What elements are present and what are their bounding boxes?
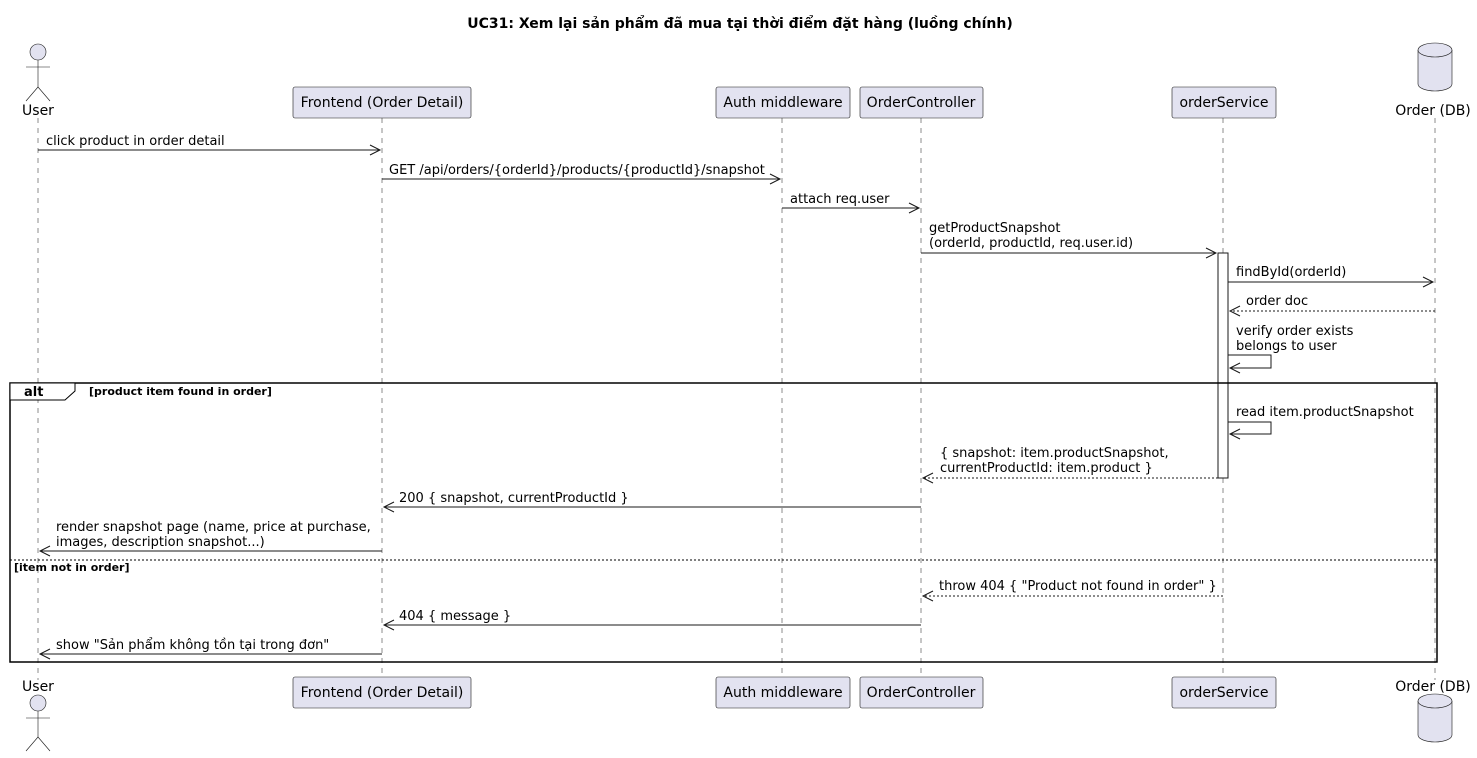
message-click-product: click product in order detail — [38, 134, 382, 156]
message-label-line2: currentProductId: item.product } — [940, 461, 1153, 476]
participant-service-top: orderService — [1171, 86, 1277, 119]
message-label-line1: { snapshot: item.productSnapshot, — [940, 446, 1169, 461]
message-label-line2: belongs to user — [1236, 339, 1337, 354]
diagram-title: UC31: Xem lại sản phẩm đã mua tại thời đ… — [467, 15, 1013, 32]
message-order-doc: order doc — [1228, 294, 1435, 317]
activation-bar-service — [1217, 252, 1229, 479]
message-get-product-snapshot: getProductSnapshot (orderId, productId, … — [921, 221, 1218, 259]
participant-frontend-bottom: Frontend (Order Detail) — [292, 676, 472, 709]
message-verify-order: verify order exists belongs to user — [1228, 324, 1354, 374]
message-label: findById(orderId) — [1236, 265, 1346, 280]
participant-label: Frontend (Order Detail) — [301, 95, 464, 111]
message-get-snapshot: GET /api/orders/{orderId}/products/{prod… — [382, 163, 782, 185]
message-label: attach req.user — [790, 192, 890, 207]
message-404-response: 404 { message } — [382, 609, 921, 631]
participant-controller-top: OrderController — [859, 86, 984, 119]
participant-label: OrderController — [867, 685, 976, 701]
message-label: read item.productSnapshot — [1236, 405, 1414, 420]
participant-label: Auth middleware — [723, 95, 842, 111]
alt-keyword: alt — [24, 385, 43, 400]
participant-frontend-top: Frontend (Order Detail) — [292, 86, 472, 119]
participant-label: Auth middleware — [723, 685, 842, 701]
message-label-line1: render snapshot page (name, price at pur… — [56, 520, 371, 535]
participant-auth-bottom: Auth middleware — [715, 676, 851, 709]
participant-label: Frontend (Order Detail) — [301, 685, 464, 701]
message-label-line2: images, description snapshot...) — [56, 535, 265, 550]
alt-guard-not-found: [item not in order] — [14, 561, 129, 574]
participant-label: User — [22, 679, 54, 695]
participant-db-top: Order (DB) — [1395, 42, 1471, 119]
participant-auth-top: Auth middleware — [715, 86, 851, 119]
participant-db-bottom: Order (DB) — [1395, 679, 1471, 743]
message-throw-404: throw 404 { "Product not found in order"… — [921, 579, 1223, 602]
message-label: 404 { message } — [399, 609, 511, 624]
message-read-snapshot: read item.productSnapshot — [1228, 405, 1414, 440]
message-show-not-found: show "Sản phẩm không tồn tại trong đơn" — [38, 638, 382, 660]
message-attach-user: attach req.user — [782, 192, 921, 214]
message-label: order doc — [1246, 294, 1308, 309]
message-return-snapshot: { snapshot: item.productSnapshot, curren… — [921, 446, 1218, 484]
message-label-line1: getProductSnapshot — [929, 221, 1060, 236]
participant-label: Order (DB) — [1395, 103, 1471, 119]
participant-label: Order (DB) — [1395, 679, 1471, 695]
database-icon — [1417, 693, 1453, 743]
message-label: 200 { snapshot, currentProductId } — [399, 491, 629, 506]
participant-label: orderService — [1179, 685, 1268, 701]
participant-user-bottom: User — [22, 679, 54, 752]
participant-controller-bottom: OrderController — [859, 676, 984, 709]
message-200-response: 200 { snapshot, currentProductId } — [382, 491, 921, 513]
alt-frame: alt [product item found in order] [item … — [9, 382, 1438, 663]
message-label-line2: (orderId, productId, req.user.id) — [929, 236, 1133, 251]
database-icon — [1417, 42, 1453, 92]
participant-label: orderService — [1179, 95, 1268, 111]
participant-label: OrderController — [867, 95, 976, 111]
actor-icon — [25, 43, 51, 102]
message-label: GET /api/orders/{orderId}/products/{prod… — [389, 163, 765, 178]
participant-user-top: User — [22, 43, 54, 119]
actor-icon — [25, 694, 51, 752]
message-label: throw 404 { "Product not found in order"… — [939, 579, 1217, 594]
message-find-by-id: findById(orderId) — [1228, 265, 1435, 288]
participant-label: User — [22, 103, 54, 119]
alt-guard-found: [product item found in order] — [89, 385, 272, 398]
message-render-snapshot: render snapshot page (name, price at pur… — [38, 520, 382, 557]
message-label: show "Sản phẩm không tồn tại trong đơn" — [56, 638, 329, 653]
message-label: click product in order detail — [46, 134, 225, 149]
message-label-line1: verify order exists — [1236, 324, 1354, 339]
participant-service-bottom: orderService — [1171, 676, 1277, 709]
